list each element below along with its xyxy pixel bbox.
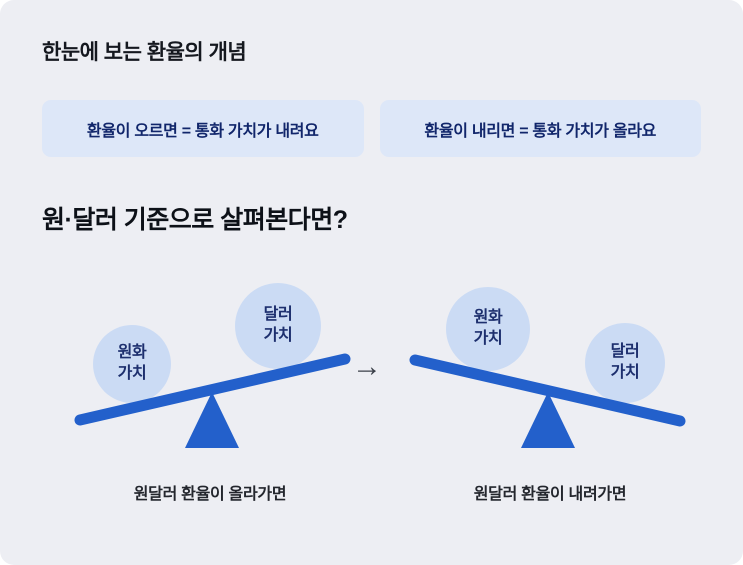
dollar-value-circle: 달러 가치 <box>585 323 665 403</box>
circle-label-line2: 가치 <box>263 327 293 344</box>
seesaw-graphic <box>74 353 351 448</box>
info-box-rate-up: 환율이 오르면 = 통화 가치가 내려요 <box>42 100 364 157</box>
circle-label-line1: 달러 <box>610 343 640 361</box>
seesaw-rate-up: 원화 가치 달러 가치 <box>60 262 360 462</box>
seesaw-rate-down: 원화 가치 달러 가치 <box>400 262 700 462</box>
info-box-rate-down: 환율이 내리면 = 통화 가치가 올라요 <box>379 100 701 157</box>
info-box-label: 환율이 내리면 = 통화 가치가 올라요 <box>424 122 657 140</box>
fulcrum-triangle <box>521 392 575 448</box>
info-boxes-row: 환율이 오르면 = 통화 가치가 내려요 환율이 내리면 = 통화 가치가 올라… <box>42 100 701 157</box>
circle-label-line1: 원화 <box>117 344 147 362</box>
page-title: 한눈에 보는 환율의 개념 <box>42 41 247 64</box>
seesaw-diagram: 원화 가치 달러 가치 → 원화 가치 달러 가치 <box>0 262 743 522</box>
circle-label-line1: 달러 <box>263 306 293 324</box>
circle-label-line2: 가치 <box>117 365 147 382</box>
seesaw-plank <box>409 354 686 427</box>
circle-label-line1: 원화 <box>473 309 503 327</box>
seesaw-graphic <box>409 354 686 448</box>
won-value-circle: 원화 가치 <box>93 325 171 403</box>
section-title: 원·달러 기준으로 살펴본다면? <box>42 206 348 234</box>
seesaw-caption-rate-up: 원달러 환율이 올라가면 <box>133 486 287 503</box>
circle-label-line2: 가치 <box>610 364 640 381</box>
arrow-right-icon: → <box>352 350 382 383</box>
circle-label-line2: 가치 <box>473 330 503 347</box>
seesaw-caption-rate-down: 원달러 환율이 내려가면 <box>473 486 627 503</box>
won-value-circle: 원화 가치 <box>446 287 530 371</box>
fulcrum-triangle <box>185 392 239 448</box>
dollar-value-circle: 달러 가치 <box>235 283 321 369</box>
seesaw-plank <box>74 353 351 426</box>
info-box-label: 환율이 오르면 = 통화 가치가 내려요 <box>86 122 319 140</box>
